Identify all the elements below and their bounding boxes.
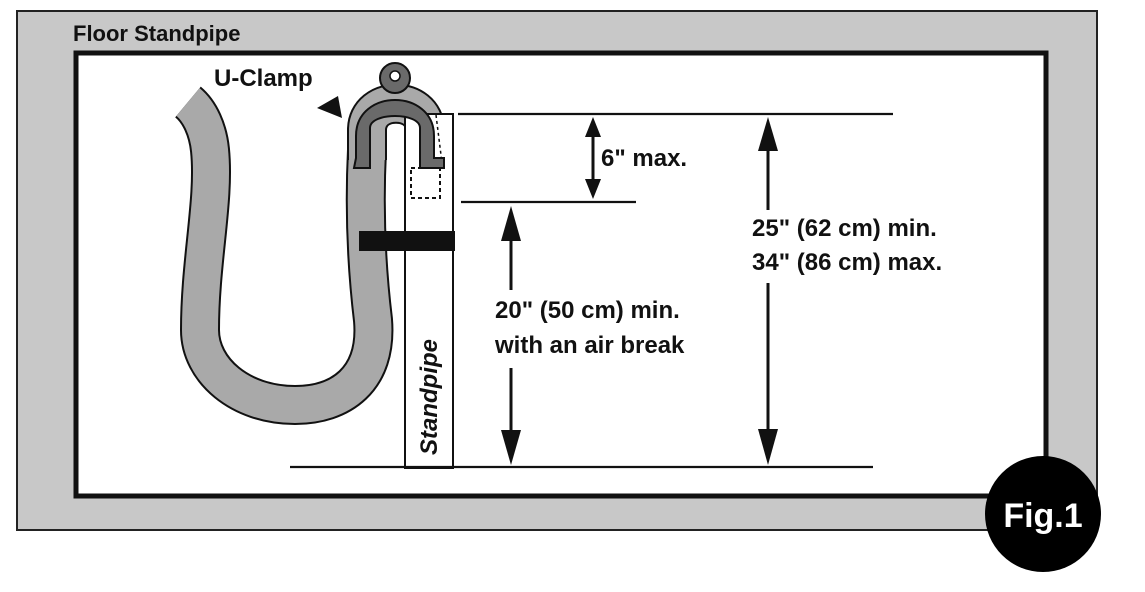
hose-strap: [359, 231, 455, 251]
u-clamp-pointer-icon: [317, 96, 342, 118]
range-dimension-arrow: [758, 117, 778, 465]
u-clamp-label: U-Clamp: [214, 65, 313, 92]
diagram-title: Floor Standpipe: [73, 21, 240, 46]
six-inch-dimension-arrow: [585, 117, 601, 199]
air-break-label-line2: with an air break: [494, 332, 685, 359]
six-inch-label: 6" max.: [601, 145, 687, 172]
air-break-dimension-arrow: [501, 206, 521, 465]
standpipe: [404, 113, 454, 469]
hose-end-hidden-edge: [435, 114, 443, 164]
inner-panel: [73, 50, 1049, 499]
air-break-label-line1: 20" (50 cm) min.: [495, 297, 680, 324]
standpipe-label: Standpipe: [416, 339, 443, 455]
figure-badge: [985, 456, 1101, 572]
range-label-line1: 25" (62 cm) min.: [752, 215, 937, 242]
u-clamp: [352, 62, 445, 169]
figure-badge-label: Fig.1: [1003, 497, 1082, 535]
range-label-line2: 34" (86 cm) max.: [752, 249, 942, 276]
